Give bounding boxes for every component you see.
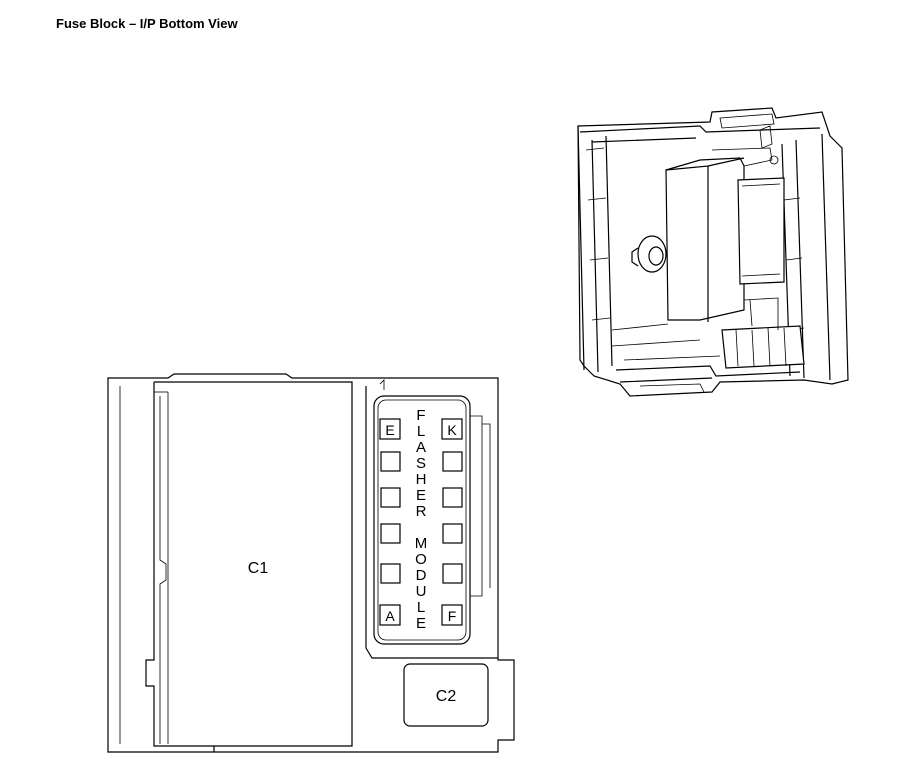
c2-label: C2 [436,688,457,705]
flasher-letter: R [416,503,427,520]
module-letter: L [417,599,425,616]
pin-e: E [385,422,394,438]
fuse-block-bottom-view: C1 E A K F F L A S H E [107,373,515,753]
flasher-letter: L [417,423,425,440]
module-letter: U [416,583,427,600]
c2-connector [403,663,489,727]
flasher-letter: H [416,471,427,488]
diagram-title: Fuse Block – I/P Bottom View [56,16,238,31]
flasher-letter: F [416,407,425,424]
module-letter: D [416,567,427,584]
c1-label: C1 [248,560,269,577]
flasher-letter: S [416,455,426,472]
module-letter: M [415,535,428,552]
flasher-letter: E [416,487,426,504]
module-letter: O [415,551,427,568]
pin-k: K [447,422,457,438]
flasher-letter: A [416,439,426,456]
pin-a: A [385,608,395,624]
fuse-block-isometric-view [577,107,849,397]
flasher-module-label: F L A S H E R M O D U L E [415,407,428,632]
module-letter: E [416,615,426,632]
pin-f: F [448,608,457,624]
